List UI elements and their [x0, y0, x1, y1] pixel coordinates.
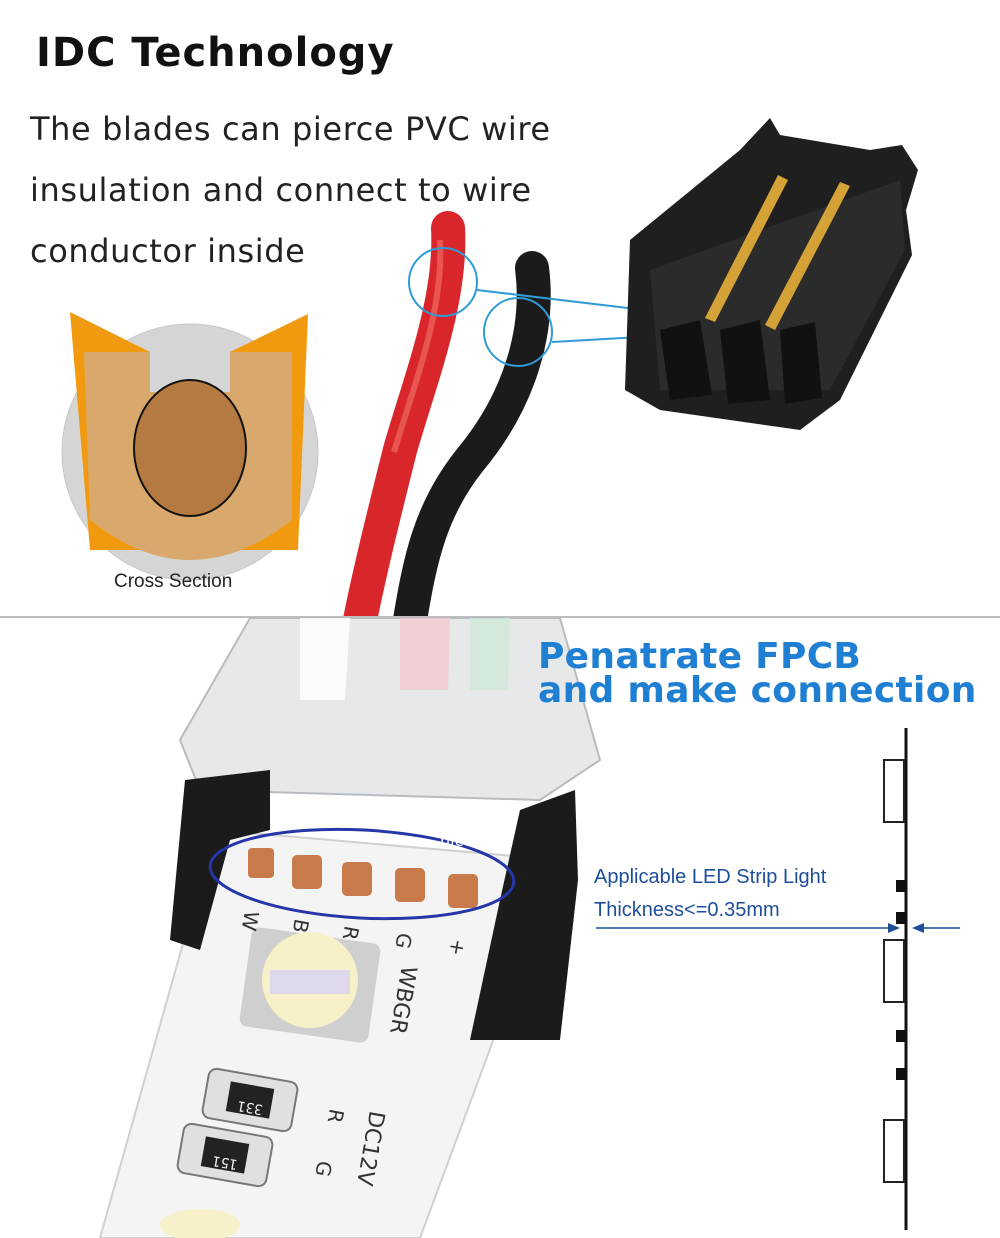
fpcb-title-line-1: Penatrate FPCB [538, 636, 862, 677]
black-wire-highlight [483, 297, 553, 367]
page-title: IDC Technology [36, 30, 395, 76]
resistor-code-1: 331 [236, 1097, 264, 1117]
description-line-1: The blades can pierce PVC wire [30, 110, 551, 148]
pin-labels: W B R G + [237, 909, 471, 958]
black-wire [393, 251, 551, 620]
led-lens-2 [160, 1209, 240, 1238]
copper-pads [248, 848, 478, 908]
strip-brand-text: nicelux [440, 831, 497, 850]
fpcb-small-components [896, 880, 906, 1080]
fpcb-components [883, 759, 905, 1183]
black-clamp-left [170, 770, 270, 950]
pad-highlight-ellipse [208, 827, 516, 921]
red-wire-highlight [408, 247, 478, 317]
clear-connector-cover [178, 617, 602, 802]
pin-label-r: R [338, 924, 364, 942]
cross-section-label: Cross Section [114, 571, 233, 592]
spec-line-2: Thickness<=0.35mm [594, 899, 780, 921]
resistor-code-2: 151 [211, 1152, 239, 1172]
spec-line-1: Applicable LED Strip Light [594, 866, 827, 888]
side-letter-r: R [323, 1107, 349, 1125]
wire-connector-illustration [343, 118, 918, 620]
black-clamp-right [470, 790, 578, 1040]
gold-blade-1 [705, 175, 788, 322]
description-line-3: conductor inside [30, 232, 306, 270]
description-line-2: insulation and connect to wire [30, 171, 532, 209]
red-wire [343, 211, 466, 620]
conductor-ellipse [133, 379, 247, 517]
pin-label-g: G [390, 931, 416, 950]
pin-label-w: W [237, 909, 264, 933]
gold-blade-2 [765, 182, 850, 330]
pin-label-b: B [288, 917, 314, 935]
fpcb-title-line-2: and make connection [538, 670, 977, 711]
cross-section-diagram [61, 312, 319, 581]
side-letter-g: G [310, 1159, 336, 1178]
pin-label-plus: + [444, 937, 471, 958]
